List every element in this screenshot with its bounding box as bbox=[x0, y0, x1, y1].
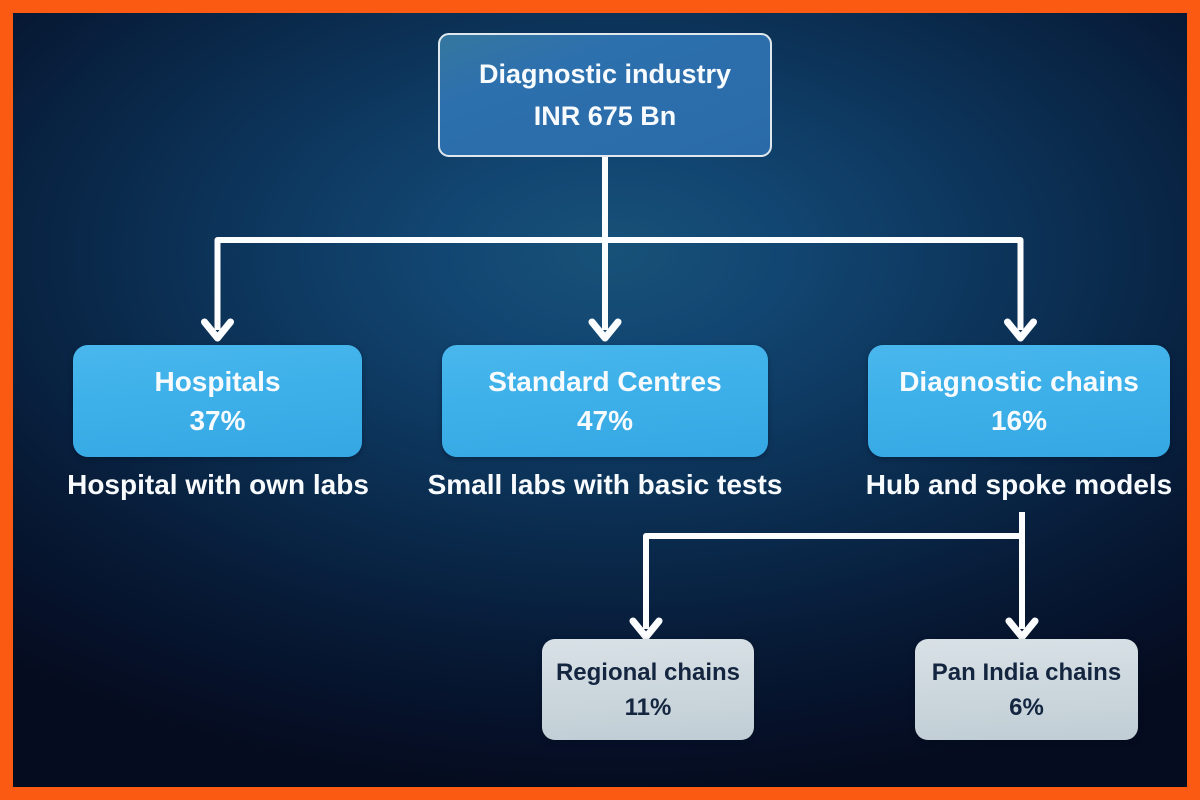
caption-hospitals: Hospital with own labs bbox=[67, 469, 369, 500]
leaf-value: 6% bbox=[1009, 693, 1044, 721]
leaf-value: 11% bbox=[624, 693, 672, 721]
root-node-diagnostic-industry: Diagnostic industry INR 675 Bn bbox=[438, 33, 772, 157]
leaf-label: Pan India chains bbox=[931, 658, 1122, 686]
leaf-node-pan-india-chains: Pan India chains 6% bbox=[915, 639, 1138, 740]
leaf-label: Regional chains bbox=[555, 658, 741, 686]
child-value: 37% bbox=[189, 405, 246, 436]
child-value: 16% bbox=[990, 405, 1048, 436]
root-value: INR 675 Bn bbox=[533, 101, 677, 131]
child-node-diagnostic-chains: Diagnostic chains 16% bbox=[868, 345, 1170, 457]
leaf-node-regional-chains: Regional chains 11% bbox=[542, 639, 754, 740]
child-value: 47% bbox=[576, 405, 634, 436]
child-node-hospitals: Hospitals 37% bbox=[73, 345, 362, 457]
root-title: Diagnostic industry bbox=[478, 59, 732, 89]
child-label: Standard Centres bbox=[488, 366, 722, 397]
caption-standard-centres: Small labs with basic tests bbox=[427, 469, 783, 500]
child-node-standard-centres: Standard Centres 47% bbox=[442, 345, 768, 457]
child-label: Diagnostic chains bbox=[899, 366, 1139, 397]
caption-diagnostic-chains: Hub and spoke models bbox=[865, 469, 1173, 500]
child-label: Hospitals bbox=[154, 366, 281, 397]
